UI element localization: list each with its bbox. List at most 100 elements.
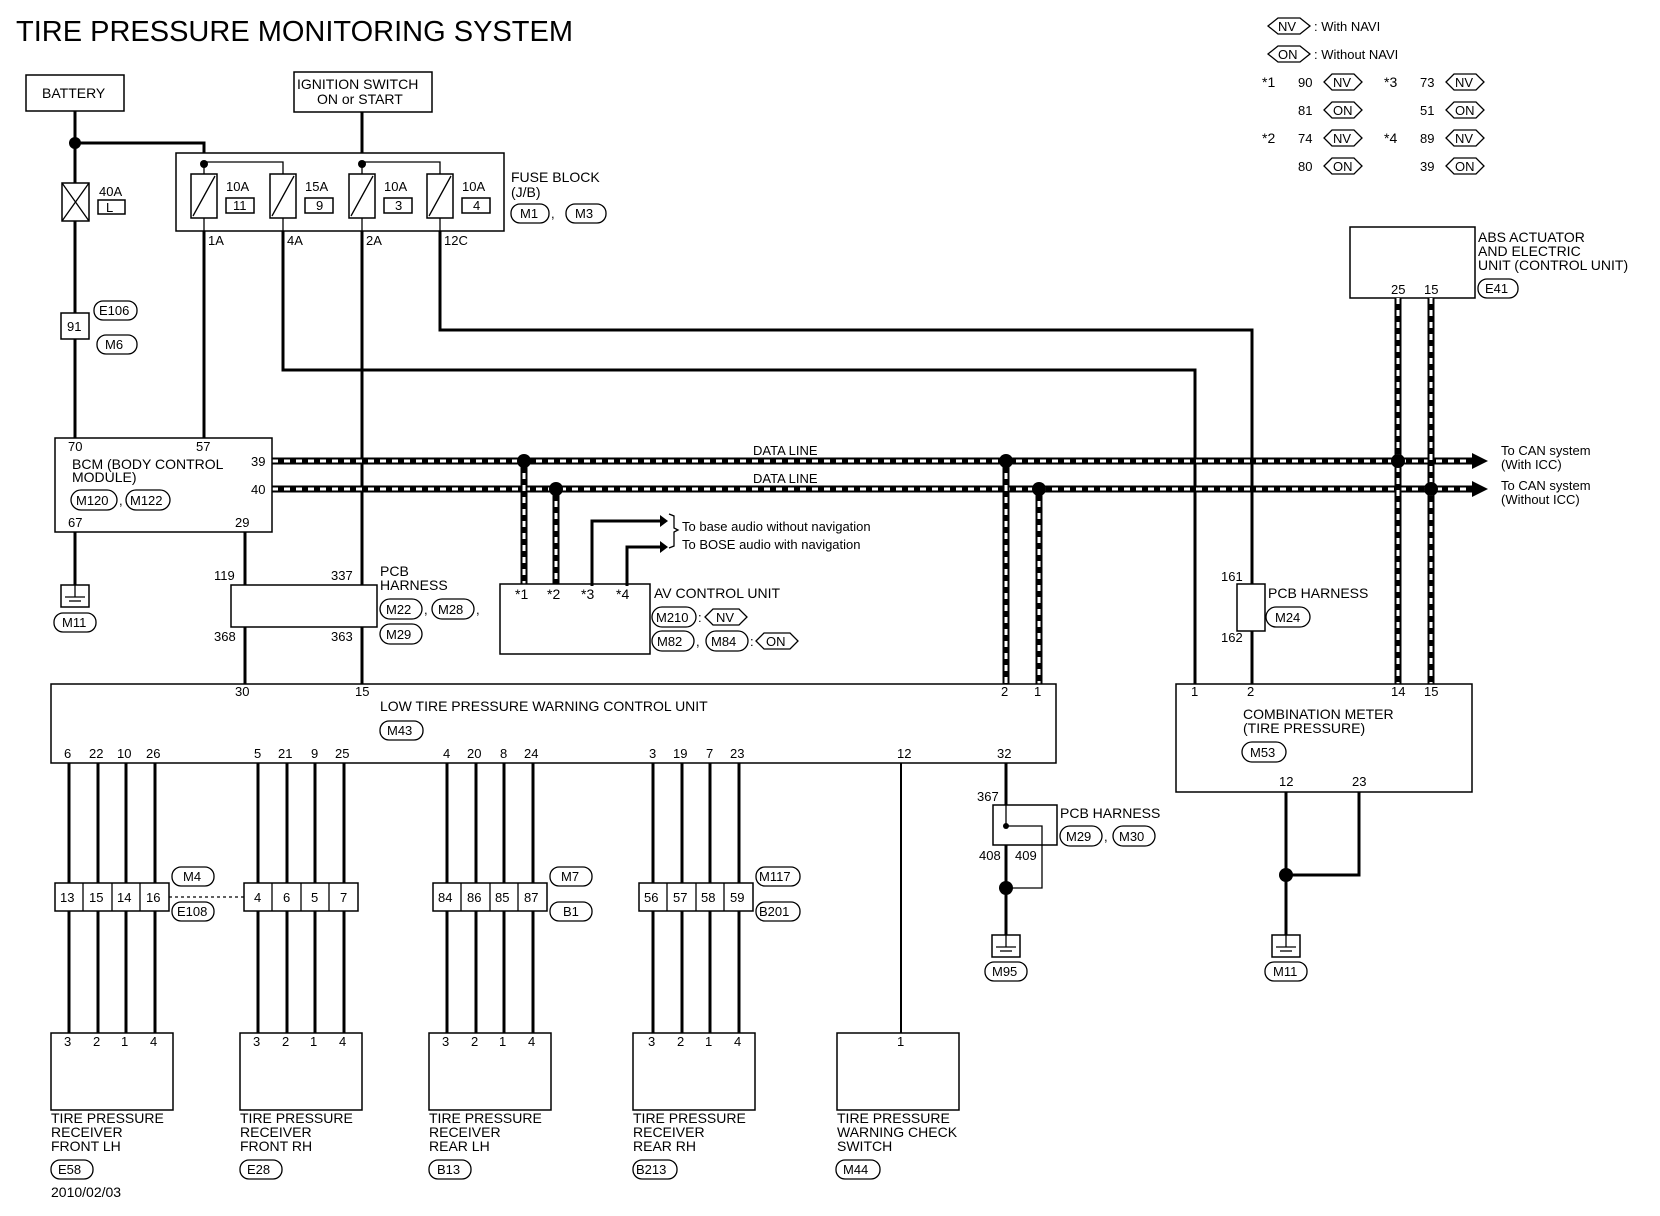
receiver-pin: 4 (339, 1034, 346, 1049)
note-mark: *3 (1384, 74, 1397, 90)
receiver-label-1: TIRE PRESSURE (51, 1110, 164, 1126)
note-tag-shape (1323, 73, 1363, 91)
cu-pin: 15 (355, 684, 369, 699)
inline-conn: E108 (177, 904, 207, 919)
on-tag-shape (755, 632, 799, 650)
receiver-pin: 3 (253, 1034, 260, 1049)
receiver-label-1: TIRE PRESSURE (429, 1110, 542, 1126)
control-unit-box (50, 683, 1057, 764)
control-unit-conn: M43 (387, 723, 412, 738)
connector-tag (1477, 278, 1519, 299)
av-conn: M82 (657, 634, 682, 649)
combination-meter-box (1175, 683, 1473, 793)
fuse-num: 9 (316, 198, 323, 213)
cu-pin: 32 (997, 746, 1011, 761)
inline-pin: 57 (673, 890, 687, 905)
legend-nv-text: : With NAVI (1314, 19, 1380, 34)
inline-pin: 5 (311, 890, 318, 905)
receiver-pin: 1 (310, 1034, 317, 1049)
bcm-pin: 70 (68, 439, 82, 454)
inline-pin: 7 (340, 890, 347, 905)
fuse-num: 3 (395, 198, 402, 213)
bcm-box (54, 437, 273, 533)
cu-pin: 12 (897, 746, 911, 761)
pcb1-conn: M28 (438, 602, 463, 617)
cu-pin: 3 (649, 746, 656, 761)
separator-comma: , (551, 206, 555, 221)
legend: NV : With NAVI ON : Without NAVI *1 90 N… (1262, 17, 1485, 175)
note-mark: *1 (1262, 74, 1275, 90)
can-with-icc-1: To CAN system (1501, 443, 1591, 458)
note-tag: NV (1455, 131, 1473, 146)
inline-pin: 58 (701, 890, 715, 905)
inline-pin: 6 (283, 890, 290, 905)
meter-label-2: (TIRE PRESSURE) (1243, 720, 1365, 736)
cu-pin: 5 (254, 746, 261, 761)
fuse-block-label-1: FUSE BLOCK (511, 169, 600, 185)
fuse-amp: 15A (305, 179, 328, 194)
cu-pin: 9 (311, 746, 318, 761)
connector-tag (125, 489, 171, 511)
separator-comma: , (1104, 829, 1108, 844)
main-fuse-id-box (97, 199, 126, 215)
receiver-label-2: RECEIVER (633, 1124, 705, 1140)
nv-tag-shape (704, 608, 748, 626)
connector-tag (1264, 961, 1308, 982)
note-pin: 89 (1420, 131, 1434, 146)
receiver-label-2: RECEIVER (429, 1124, 501, 1140)
inline-connector-4 (638, 882, 754, 912)
inline-pin: 56 (644, 890, 658, 905)
note-tag-shape (1323, 157, 1363, 175)
inline-connector-3 (432, 882, 548, 912)
abs-pin: 25 (1391, 282, 1405, 297)
av-pin: *1 (515, 586, 528, 602)
meter-pin: 2 (1247, 684, 1254, 699)
cu-pin: 8 (500, 746, 507, 761)
note-tag-shape (1323, 129, 1363, 147)
pcb-harness-2 (1236, 583, 1266, 632)
nv-tag-shape (1266, 17, 1312, 35)
pcb2-conn: M24 (1275, 610, 1300, 625)
cu-pin: 1 (1034, 684, 1041, 699)
av-pin: *2 (547, 586, 560, 602)
can-data-lines (272, 298, 1488, 684)
connector-tag (239, 1159, 283, 1180)
meter-pin: 14 (1391, 684, 1405, 699)
fuse-amp: 10A (462, 179, 485, 194)
legend-on-tag: ON (1278, 47, 1298, 62)
note-tag-shape (1323, 101, 1363, 119)
inline-pin: 59 (730, 890, 744, 905)
inline-pin: 16 (146, 890, 160, 905)
switch-label-3: SWITCH (837, 1138, 892, 1154)
data-line-label: DATA LINE (753, 443, 818, 458)
connector-tag (379, 598, 423, 620)
note-tag: ON (1333, 103, 1353, 118)
receiver-label-3: REAR LH (429, 1138, 490, 1154)
cu-pin: 24 (524, 746, 538, 761)
connector-tag (651, 606, 697, 628)
joint-91-pin: 91 (67, 319, 81, 334)
note-tag: NV (1333, 75, 1351, 90)
cu-pin: 22 (89, 746, 103, 761)
pcb1-label-2: HARNESS (380, 577, 448, 593)
abs-label-1: ABS ACTUATOR (1478, 229, 1585, 245)
fuse-out-pin: 2A (366, 233, 382, 248)
inline-pin: 87 (524, 890, 538, 905)
main-fuse-amp: 40A (99, 184, 122, 199)
connector-tag (549, 866, 593, 887)
receiver-pin: 2 (471, 1034, 478, 1049)
cu-pin: 20 (467, 746, 481, 761)
bcm-conn: M122 (130, 493, 163, 508)
on-tag-shape (1266, 45, 1312, 63)
main-fuse-id: L (106, 200, 113, 215)
receiver-label-1: TIRE PRESSURE (240, 1110, 353, 1126)
receiver-conn: E28 (247, 1162, 270, 1177)
warning-check-switch (836, 1032, 960, 1111)
bcm-label-2: MODULE) (72, 469, 137, 485)
receiver-pin: 1 (121, 1034, 128, 1049)
note-tag: ON (1455, 159, 1475, 174)
fuse-num-box (304, 197, 334, 214)
fuse-out-pin: 12C (444, 233, 468, 248)
receiver-pin: 3 (442, 1034, 449, 1049)
legend-on-text: : Without NAVI (1314, 47, 1398, 62)
